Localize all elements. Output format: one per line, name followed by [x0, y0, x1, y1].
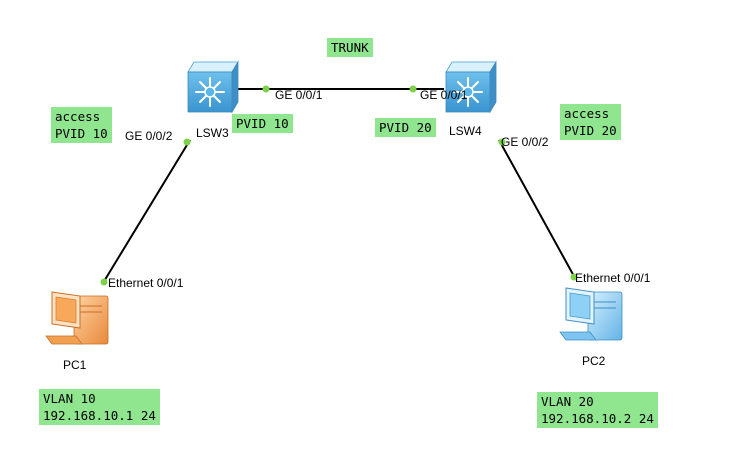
lsw4-pc2-link[interactable] — [498, 139, 576, 279]
port-label-lsw4-ge002: GE 0/0/2 — [501, 135, 549, 149]
port-dot-pc1-eth[interactable] — [100, 278, 108, 286]
note-pc1-vlan: VLAN 10 192.168.10.1 24 — [39, 389, 160, 425]
device-label-pc1: PC1 — [63, 358, 87, 372]
port-label-pc1-eth: Ethernet 0/0/1 — [108, 276, 184, 290]
note-lsw4-access: access PVID 20 — [560, 104, 621, 140]
note-lsw3-trunk-pvid: PVID 10 — [232, 114, 293, 133]
port-label-lsw3-ge001: GE 0/0/1 — [275, 88, 323, 102]
device-label-lsw3: LSW3 — [196, 126, 229, 140]
lsw3-pc1-link[interactable] — [102, 139, 191, 284]
switch-icon[interactable] — [187, 60, 239, 114]
device-label-pc2: PC2 — [582, 354, 606, 368]
note-pc2-vlan: VLAN 20 192.168.10.2 24 — [537, 392, 658, 428]
port-dot-lsw3-ge001[interactable] — [262, 85, 270, 93]
port-dot-lsw4-ge001[interactable] — [409, 85, 417, 93]
port-label-lsw4-ge001: GE 0/0/1 — [420, 88, 468, 102]
trunk-label: TRUNK — [327, 38, 373, 57]
note-lsw4-trunk-pvid: PVID 20 — [375, 118, 436, 137]
port-dot-lsw4-ge002[interactable] — [498, 138, 506, 146]
pc-icon[interactable] — [45, 291, 109, 345]
switch-icon[interactable] — [445, 60, 497, 114]
pc-icon[interactable] — [559, 287, 623, 341]
port-label-lsw3-ge002: GE 0/0/2 — [125, 129, 173, 143]
port-dot-pc2-eth[interactable] — [570, 273, 578, 281]
port-label-pc2-eth: Ethernet 0/0/1 — [575, 271, 651, 285]
note-lsw3-access: access PVID 10 — [51, 107, 112, 143]
port-dot-lsw3-ge002[interactable] — [183, 138, 191, 146]
device-label-lsw4: LSW4 — [449, 124, 482, 138]
